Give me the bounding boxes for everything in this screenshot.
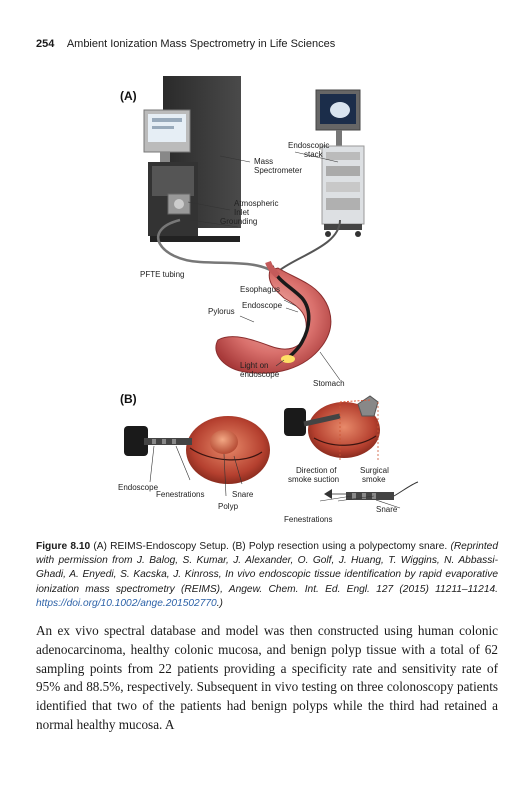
figure-caption: Figure 8.10 (A) REIMS-Endoscopy Setup. (…: [36, 540, 498, 611]
running-title: Ambient Ionization Mass Spectrometry in …: [66, 38, 336, 50]
doi-link[interactable]: https://doi.org/10.1002/ange.201502770: [36, 597, 217, 609]
callout-light-on-endoscope-line2: endoscope: [240, 370, 280, 379]
callout-mass-spectrometer-line1: Mass: [254, 157, 273, 166]
callout-pfte-tubing: PFTE tubing: [140, 270, 184, 279]
callout-atmospheric-inlet-line2: Inlet: [234, 208, 250, 217]
callout-b-endoscope: Endoscope: [118, 483, 159, 492]
figure-label: Figure 8.10: [36, 541, 91, 552]
stomach-illustration: [215, 260, 332, 374]
running-header: 254 Ambient Ionization Mass Spectrometry…: [36, 38, 496, 54]
callout-grounding: Grounding: [220, 217, 257, 226]
body-paragraph: An ex vivo spectral database and model w…: [36, 623, 498, 732]
callout-light-on-endoscope-line1: Light on: [240, 361, 268, 370]
panel-b-left-illustration: [124, 416, 270, 484]
callout-stomach: Stomach: [313, 379, 345, 388]
callout-atmospheric-inlet-line1: Atmospheric: [234, 199, 278, 208]
callout-esophagus: Esophagus: [240, 285, 280, 294]
panel-a-label: (A): [120, 89, 137, 103]
page-number: 254: [36, 38, 55, 50]
figure-8-10: (A): [40, 70, 496, 530]
callout-endoscopic-stack-line2: stack: [304, 150, 324, 159]
caption-close: .): [216, 597, 223, 609]
mass-spectrometer-illustration: [143, 76, 241, 242]
caption-credit: (Reprinted with permission from J. Balog…: [36, 541, 499, 595]
callout-b-snare-right: Snare: [376, 505, 398, 514]
callout-b-surgical-smoke-line2: smoke: [362, 475, 386, 484]
panel-b-label: (B): [120, 392, 137, 406]
callout-endoscope: Endoscope: [242, 301, 283, 310]
callout-endoscopic-stack-line1: Endoscopic: [288, 141, 329, 150]
callout-mass-spectrometer-line2: Spectrometer: [254, 166, 302, 175]
callout-pylorus: Pylorus: [208, 307, 235, 316]
callout-b-surgical-smoke-line1: Surgical: [360, 466, 389, 475]
caption-text: (A) REIMS-Endoscopy Setup. (B) Polyp res…: [90, 541, 451, 552]
callout-b-polyp: Polyp: [218, 502, 239, 511]
callout-b-snare-left: Snare: [232, 490, 254, 499]
endoscope-cable: [279, 219, 341, 271]
endoscopic-stack-illustration: [315, 89, 365, 237]
body-text: An ex vivo spectral database and model w…: [36, 622, 498, 735]
callout-b-direction-line1: Direction of: [296, 466, 337, 475]
figure-illustration: (A): [118, 76, 419, 524]
callout-b-fenestrations-left: Fenestrations: [156, 490, 204, 499]
callout-b-direction-line2: smoke suction: [288, 475, 339, 484]
panel-b-right-callout-lines: [319, 495, 401, 509]
panel-a-callout-lines: [187, 151, 341, 381]
callout-b-fenestrations-right: Fenestrations: [284, 515, 332, 524]
panel-b-right-illustration: [284, 395, 419, 500]
panel-b-left-callout-lines: [149, 445, 243, 497]
